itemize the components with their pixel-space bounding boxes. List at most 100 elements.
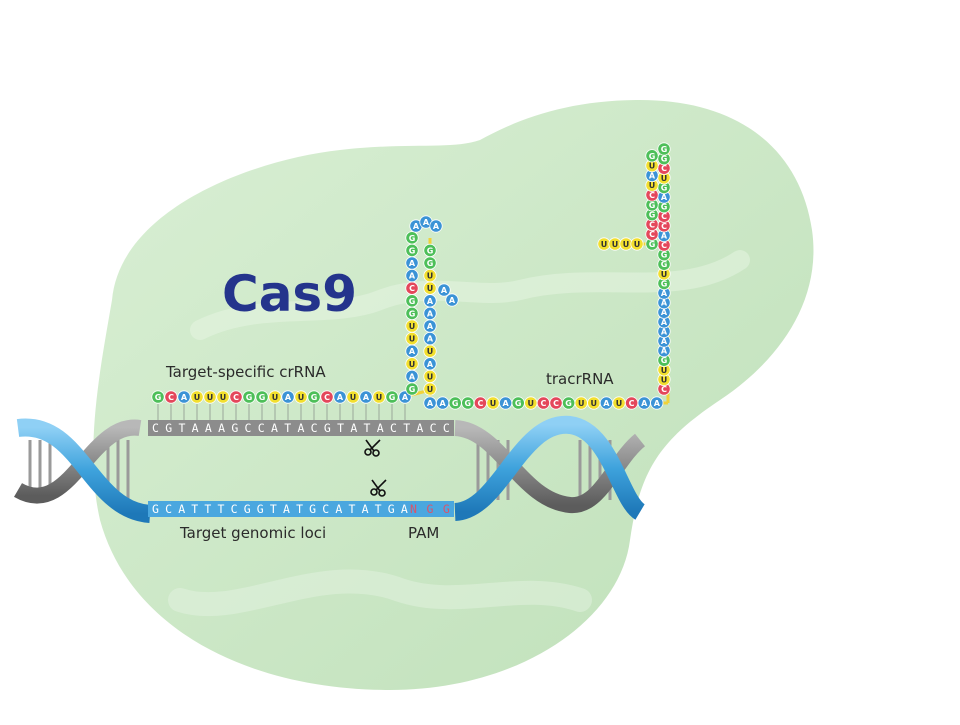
rna-nucleotide: C bbox=[645, 217, 659, 231]
nucleotide-letter: U bbox=[409, 322, 416, 331]
rna-nucleotide: U bbox=[423, 268, 437, 283]
rna-nucleotide: U bbox=[657, 267, 671, 281]
rna-nucleotide: U bbox=[574, 396, 588, 410]
nucleotide-bead bbox=[164, 390, 178, 404]
nucleotide-bead bbox=[255, 390, 269, 404]
helix-right-blue-strand bbox=[453, 415, 646, 521]
rna-nucleotide: A bbox=[405, 369, 419, 383]
nucleotide-bead bbox=[320, 390, 334, 404]
nucleotide-letter: U bbox=[220, 393, 227, 402]
nucleotide-letter: A bbox=[427, 360, 434, 369]
pam-sequence: NGG bbox=[410, 502, 450, 516]
rna-nucleotide: G bbox=[461, 396, 475, 410]
nucleotide-letter: G bbox=[661, 183, 668, 192]
nucleotide-letter: U bbox=[661, 375, 668, 384]
nucleotide-letter: C bbox=[661, 241, 667, 250]
nucleotide-letter: U bbox=[601, 240, 608, 249]
nucleotide-bead bbox=[307, 390, 321, 404]
bottom-strand-bar bbox=[148, 501, 454, 517]
nucleotide-letter: A bbox=[603, 399, 610, 408]
rna-nucleotide: U bbox=[405, 331, 419, 346]
nucleotide-letter: A bbox=[427, 399, 434, 408]
nucleotide-letter: C bbox=[649, 230, 655, 239]
rna-nucleotide: G bbox=[448, 396, 462, 410]
nucleotide-bead bbox=[177, 390, 191, 404]
protein-label: Cas9 bbox=[222, 265, 357, 323]
nucleotide-letter: A bbox=[502, 399, 509, 408]
nucleotide-letter: U bbox=[661, 366, 668, 375]
protein-texture bbox=[190, 250, 750, 340]
tracrrna-label: tracrRNA bbox=[546, 370, 614, 388]
rna-nucleotide: U bbox=[423, 344, 437, 358]
nucleotide-bead bbox=[650, 396, 664, 410]
nucleotide-bead bbox=[405, 231, 419, 245]
nucleotide-letter: A bbox=[661, 327, 668, 336]
rna-nucleotide: U bbox=[268, 390, 282, 404]
rna-nucleotide: A bbox=[405, 268, 419, 283]
nucleotide-bead bbox=[242, 390, 256, 404]
nucleotide-letter: A bbox=[409, 259, 416, 268]
rna-nucleotide: G bbox=[307, 390, 321, 404]
nucleotide-letter: A bbox=[409, 372, 416, 381]
top-strand-bar bbox=[148, 420, 454, 436]
nucleotide-letter: G bbox=[649, 211, 656, 220]
nucleotide-bead bbox=[346, 390, 360, 404]
nucleotide-letter: A bbox=[661, 337, 668, 346]
nucleotide-letter: C bbox=[661, 164, 667, 173]
rna-nucleotide: G bbox=[151, 390, 165, 404]
nucleotide-letter: A bbox=[449, 296, 456, 305]
nucleotide-letter: G bbox=[649, 240, 656, 249]
nucleotide-bead bbox=[437, 283, 451, 297]
nucleotide-bead bbox=[151, 390, 165, 404]
rna-nucleotide: A bbox=[637, 396, 651, 410]
nucleotide-letter: U bbox=[298, 393, 305, 402]
rna-nucleotide: A bbox=[423, 306, 437, 320]
nucleotide-bead bbox=[385, 390, 399, 404]
rna-nucleotide: U bbox=[203, 390, 217, 404]
nucleotide-letter: U bbox=[427, 284, 434, 293]
rna-nucleotide: A bbox=[423, 319, 437, 333]
nucleotide-bead bbox=[429, 219, 443, 233]
nucleotide-letter: A bbox=[181, 393, 188, 402]
nucleotide-bead bbox=[333, 390, 347, 404]
rna-nucleotide: A bbox=[435, 396, 450, 410]
rna-nucleotide: U bbox=[423, 382, 437, 396]
rna-nucleotide: C bbox=[624, 396, 639, 410]
nucleotide-bead bbox=[645, 149, 659, 163]
nucleotide-bead bbox=[423, 243, 437, 257]
nucleotide-letter: C bbox=[233, 393, 239, 402]
nucleotide-letter: G bbox=[409, 385, 416, 394]
rna-nucleotide: C bbox=[473, 396, 487, 410]
rna-nucleotide: G bbox=[242, 390, 256, 404]
rna-nucleotide: A bbox=[445, 293, 459, 307]
nucleotide-letter: A bbox=[661, 193, 668, 202]
nucleotide-letter: G bbox=[661, 203, 668, 212]
nucleotide-letter: C bbox=[661, 385, 667, 394]
nucleotide-bead bbox=[216, 390, 230, 404]
nucleotide-letter: A bbox=[409, 272, 416, 281]
rna-nucleotide: A bbox=[423, 294, 437, 308]
nucleotide-letter: U bbox=[427, 272, 434, 281]
nucleotide-letter: A bbox=[661, 231, 668, 240]
crrna-label: Target-specific crRNA bbox=[165, 363, 326, 381]
nucleotide-letter: C bbox=[661, 212, 667, 221]
nucleotide-letter: C bbox=[324, 393, 330, 402]
nucleotide-letter: U bbox=[634, 240, 641, 249]
nucleotide-letter: G bbox=[452, 399, 459, 408]
rna-nucleotide: A bbox=[333, 390, 347, 404]
nucleotide-letter: C bbox=[649, 220, 655, 229]
nucleotide-bead bbox=[229, 390, 243, 404]
rna-nucleotide: G bbox=[405, 306, 419, 320]
rna-nucleotide: U bbox=[216, 390, 230, 404]
nucleotide-letter: G bbox=[465, 399, 472, 408]
nucleotide-letter: C bbox=[553, 399, 559, 408]
helix-left-blue-strand bbox=[16, 418, 152, 523]
rna-nucleotide: C bbox=[549, 396, 563, 410]
rna-nucleotide: U bbox=[486, 396, 500, 410]
nucleotide-letter: C bbox=[661, 222, 667, 231]
nucleotide-letter: G bbox=[515, 399, 522, 408]
protein-texture-2 bbox=[168, 569, 592, 617]
rna-nucleotide: U bbox=[346, 390, 360, 404]
